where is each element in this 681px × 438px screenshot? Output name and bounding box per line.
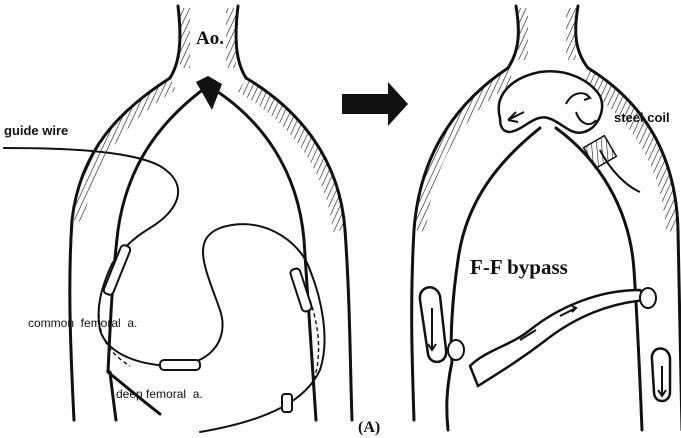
panel-caption: (A) — [358, 419, 380, 436]
common-femoral-label: common femoral a. — [28, 316, 137, 330]
sheath-left-lower — [160, 360, 200, 370]
right-panel: steel coil F-F bypass — [412, 6, 681, 430]
right-aorta-trunk — [508, 6, 588, 68]
steel-coil-label: steel coil — [614, 110, 670, 125]
right-iliac-branch — [212, 78, 352, 420]
ff-bypass-graft — [470, 288, 656, 386]
left-femoral-capsule — [420, 287, 464, 362]
sheath-right-lower — [282, 394, 292, 412]
guide-wire-label: guide wire — [4, 123, 68, 138]
sheath-right — [289, 268, 312, 313]
right-arrow-icon — [342, 82, 408, 126]
aorta-label: Ao. — [196, 28, 224, 49]
ff-bypass-label: F-F bypass — [470, 255, 568, 279]
left-panel: Ao. guide wire common femoral a. deep fe… — [4, 6, 352, 432]
deep-femoral-label: deep femoral a. — [116, 387, 203, 401]
right-femoral-capsule — [652, 348, 670, 401]
